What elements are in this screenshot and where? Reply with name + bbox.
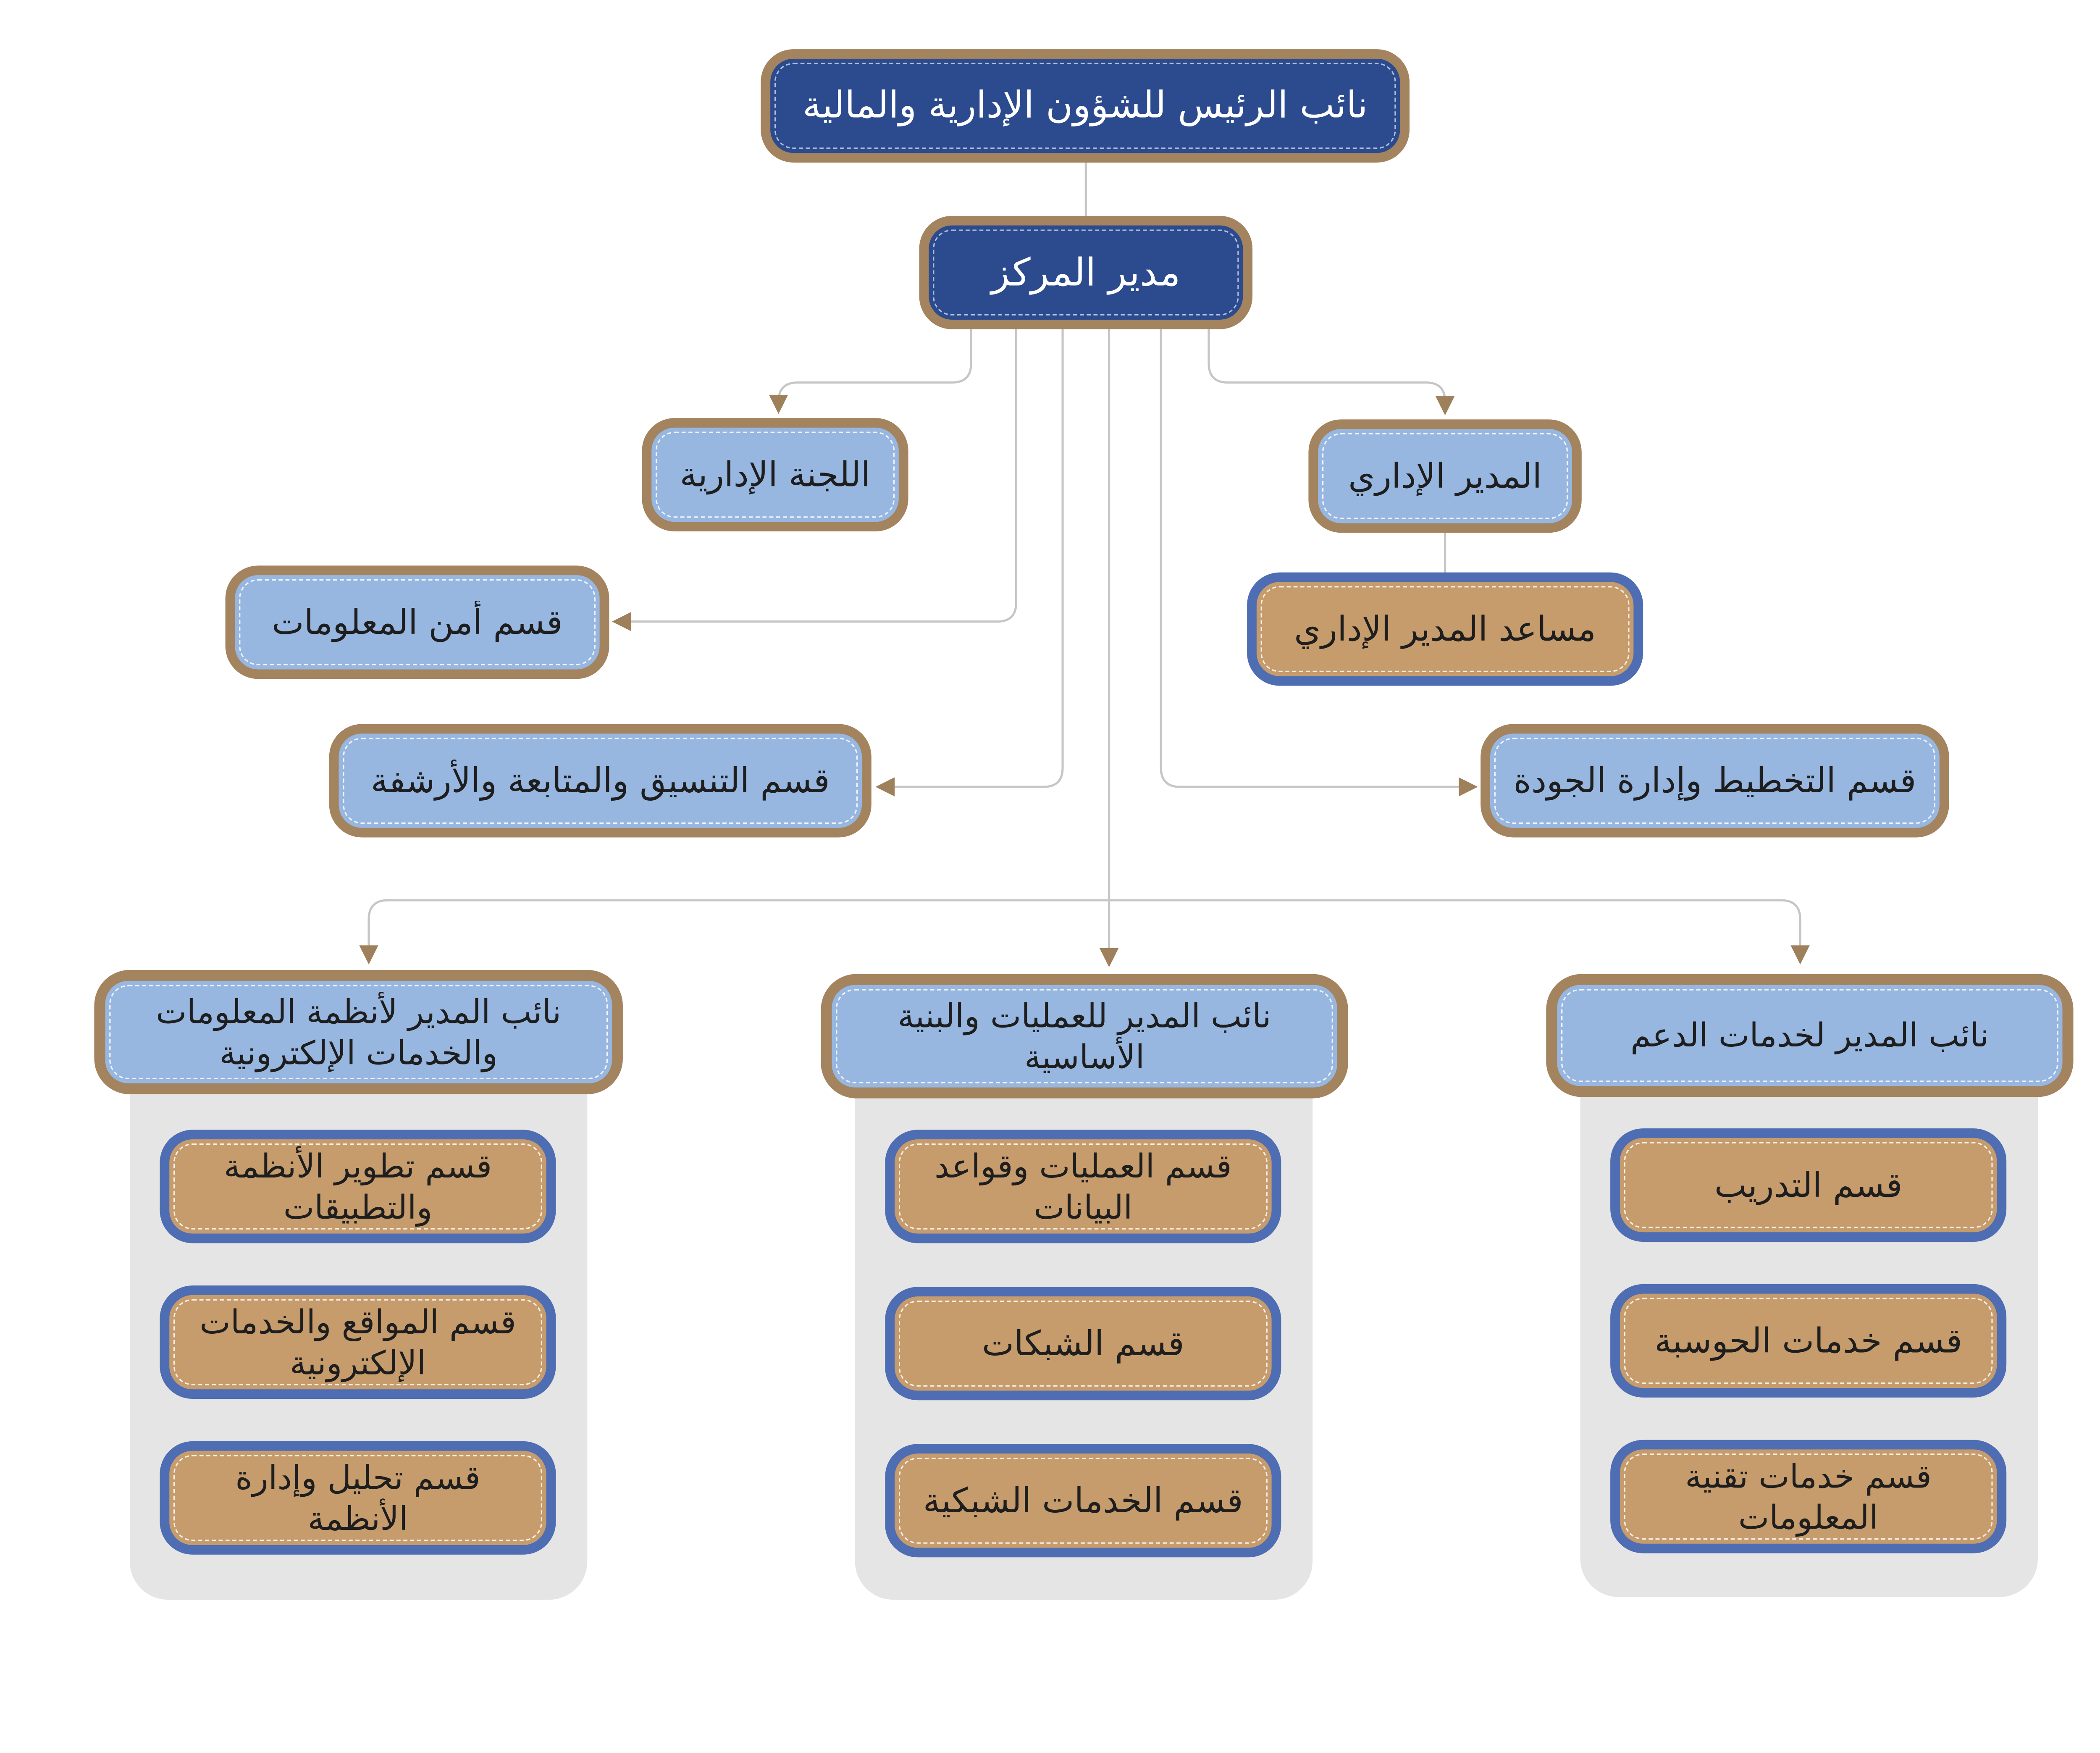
node-label: قسم تحليل وإدارة الأنظمة [235, 1458, 480, 1538]
node-assistant-administrative-manager: مساعد المدير الإداري [1247, 572, 1643, 686]
node-label: نائب الرئيس للشؤون الإدارية والمالية [802, 84, 1368, 127]
node-body: قسم تطوير الأنظمة والتطبيقات [169, 1139, 546, 1234]
node-body: قسم الخدمات الشبكية [895, 1453, 1272, 1548]
node-planning-quality: قسم التخطيط وإدارة الجودة [1480, 724, 1949, 838]
node-body: قسم التدريب [1620, 1138, 1997, 1233]
node-vice-president: نائب الرئيس للشؤون الإدارية والمالية [761, 49, 1410, 163]
node-label: قسم تطوير الأنظمة والتطبيقات [223, 1147, 492, 1226]
node-label: قسم المواقع والخدمات الإلكترونية [200, 1302, 516, 1382]
node-label: قسم التنسيق والمتابعة والأرشفة [370, 760, 830, 801]
node-body: قسم الشبكات [895, 1296, 1272, 1391]
connector-director-to-admin-manager [1208, 329, 1446, 405]
node-department: قسم الشبكات [885, 1287, 1281, 1401]
node-body: مدير المركز [929, 225, 1243, 320]
node-body: مساعد المدير الإداري [1256, 582, 1634, 676]
node-body: قسم خدمات تقنية المعلومات [1620, 1449, 1997, 1544]
node-department: قسم العمليات وقواعد البيانات [885, 1130, 1281, 1243]
connector-director-to-info-security [628, 329, 1018, 623]
node-department: قسم تطوير الأنظمة والتطبيقات [160, 1130, 556, 1243]
node-body: قسم التخطيط وإدارة الجودة [1490, 733, 1940, 828]
node-department: قسم تحليل وإدارة الأنظمة [160, 1441, 556, 1555]
node-label: قسم خدمات الحوسبة [1654, 1321, 1963, 1361]
node-department: قسم الخدمات الشبكية [885, 1444, 1281, 1558]
node-label: اللجنة الإدارية [680, 455, 871, 494]
node-label: قسم التدريب [1714, 1165, 1903, 1205]
node-label: قسم أمن المعلومات [272, 602, 563, 642]
node-body: قسم خدمات الحوسبة [1620, 1293, 1997, 1388]
arrow-head [1790, 945, 1810, 965]
node-department: قسم خدمات تقنية المعلومات [1610, 1440, 2007, 1553]
arrow-head [1459, 777, 1478, 796]
node-body: نائب المدير لأنظمة المعلومات والخدمات ال… [105, 980, 612, 1083]
arrow-head [359, 945, 378, 965]
node-body: نائب الرئيس للشؤون الإدارية والمالية [770, 58, 1400, 153]
node-deputy-support: نائب المدير لخدمات الدعم [1546, 974, 2074, 1097]
node-label: نائب المدير للعمليات والبنية الأساسية [898, 996, 1271, 1076]
arrow-head [1099, 948, 1119, 967]
node-label: نائب المدير لخدمات الدعم [1630, 1016, 1989, 1055]
node-label: قسم التخطيط وإدارة الجودة [1513, 760, 1916, 801]
node-body: قسم تحليل وإدارة الأنظمة [169, 1451, 546, 1545]
node-body: قسم العمليات وقواعد البيانات [895, 1139, 1272, 1234]
node-label: قسم خدمات تقنية المعلومات [1685, 1457, 1932, 1536]
connector-bus-to-support-deputy [1109, 899, 1801, 948]
node-department: قسم المواقع والخدمات الإلكترونية [160, 1285, 556, 1399]
node-label: قسم العمليات وقواعد البيانات [934, 1147, 1232, 1226]
node-deputy-operations: نائب المدير للعمليات والبنية الأساسية [821, 974, 1348, 1099]
node-label: المدير الإداري [1348, 456, 1542, 496]
node-label: قسم الشبكات [982, 1323, 1184, 1364]
node-body: قسم أمن المعلومات [235, 575, 600, 670]
node-label: مدير المركز [991, 250, 1181, 295]
arrow-head [769, 394, 788, 414]
connector-director-to-committee [777, 329, 972, 405]
node-body: نائب المدير لخدمات الدعم [1557, 985, 2063, 1086]
arrow-head [612, 612, 631, 631]
node-information-security: قسم أمن المعلومات [225, 565, 609, 679]
connector-director-to-planning [1160, 329, 1462, 788]
node-deputy-information-systems: نائب المدير لأنظمة المعلومات والخدمات ال… [94, 970, 623, 1094]
node-body: قسم المواقع والخدمات الإلكترونية [169, 1295, 546, 1390]
node-body: قسم التنسيق والمتابعة والأرشفة [339, 733, 862, 828]
node-director: مدير المركز [919, 216, 1253, 329]
node-administrative-manager: المدير الإداري [1308, 419, 1582, 533]
arrow-head [875, 777, 895, 796]
node-body: المدير الإداري [1318, 429, 1572, 523]
connector-director-to-coordination [893, 329, 1064, 788]
node-coordination-archiving: قسم التنسيق والمتابعة والأرشفة [329, 724, 872, 838]
node-label: مساعد المدير الإداري [1294, 609, 1596, 649]
node-body: اللجنة الإدارية [651, 427, 899, 522]
node-body: نائب المدير للعمليات والبنية الأساسية [832, 985, 1337, 1088]
node-label: قسم الخدمات الشبكية [923, 1480, 1243, 1521]
node-department: قسم التدريب [1610, 1128, 2007, 1242]
node-administrative-committee: اللجنة الإدارية [642, 418, 908, 532]
arrow-head [1435, 396, 1455, 415]
connector-bus-to-information-systems-deputy [368, 899, 1109, 948]
node-label: نائب المدير لأنظمة المعلومات والخدمات ال… [155, 992, 562, 1072]
node-department: قسم خدمات الحوسبة [1610, 1284, 2007, 1398]
